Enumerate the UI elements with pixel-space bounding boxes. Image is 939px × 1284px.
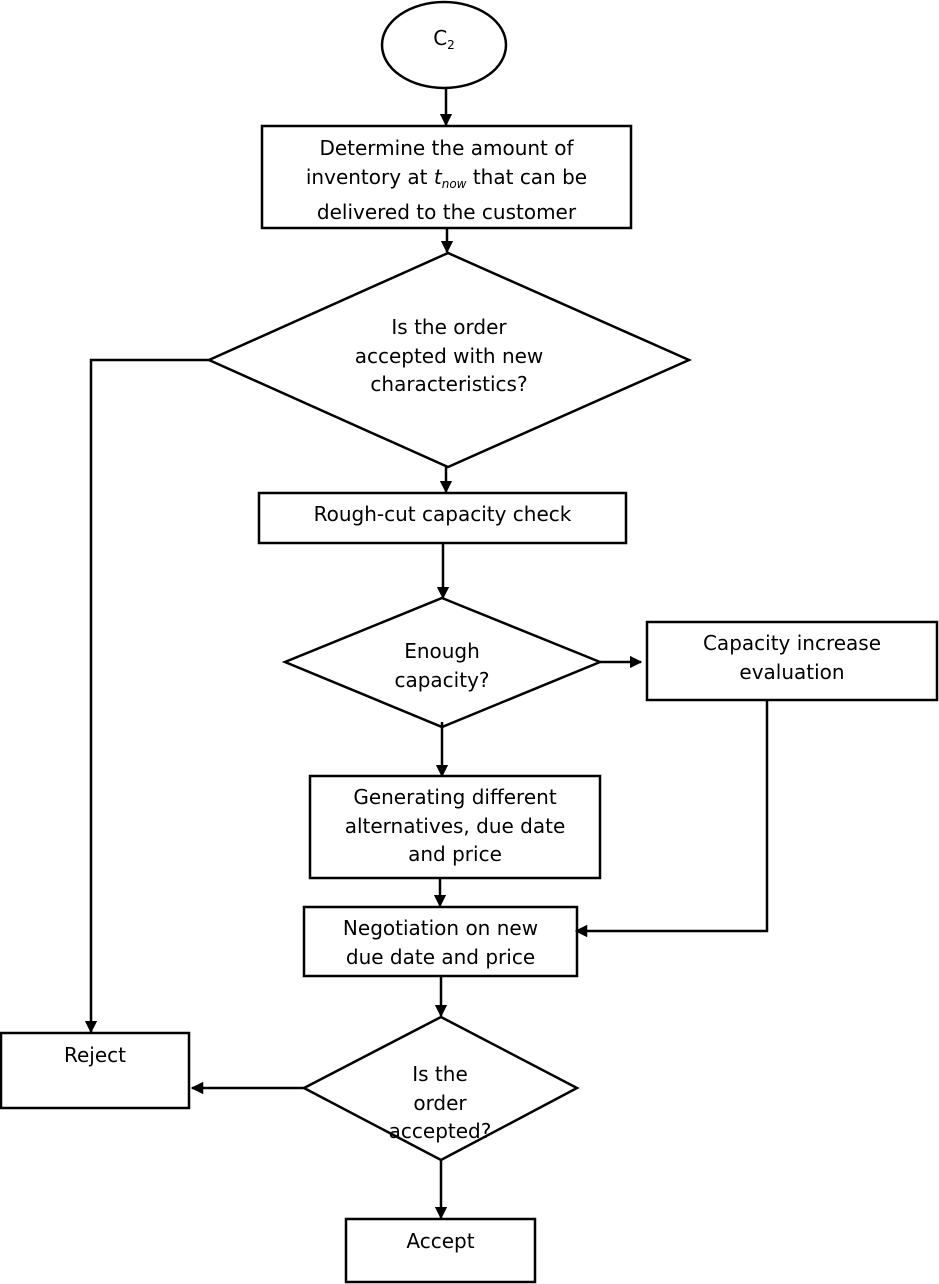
decision-capacity-line-1: Enough (404, 639, 480, 663)
determine-variable-t: t (433, 164, 442, 189)
reject-text: Reject (1, 1041, 189, 1070)
determine-line-2-after: that can be (466, 164, 588, 189)
reject-line-1: Reject (63, 1043, 126, 1067)
negotiation-text: Negotiation on new due date and price (304, 914, 577, 971)
negotiation-line-2: due date and price (345, 944, 536, 969)
capacity-increase-text: Capacity increase evaluation (647, 629, 937, 686)
decision-capacity-text: Enough capacity? (342, 637, 542, 694)
capacity-increase-line-1: Capacity increase (702, 631, 882, 655)
determine-inventory-box (260, 124, 633, 230)
decision-new-characteristics-diamond (205, 251, 693, 469)
alternatives-line-3: and price (408, 842, 502, 866)
decision-capacity-line-2: capacity? (394, 667, 490, 692)
alternatives-text: Generating different alternatives, due d… (310, 783, 600, 869)
alternatives-box (308, 774, 602, 880)
accept-text: Accept (346, 1227, 535, 1256)
start-node-letter: C (433, 26, 448, 50)
decision-new-line-2: accepted with new (354, 343, 544, 368)
determine-line-1: Determine the amount of (319, 136, 574, 160)
decision-new-line-3: characteristics? (370, 372, 528, 396)
decision-new-characteristics-text: Is the order accepted with new character… (299, 313, 599, 399)
determine-line-2-before: inventory at (305, 164, 434, 189)
capacity-increase-box (645, 620, 939, 702)
rough-cut-line-1: Rough-cut capacity check (313, 502, 572, 526)
decision-new-line-1: Is the order (391, 315, 507, 339)
decision-accepted-line-1: Is the (412, 1062, 468, 1086)
reject-box (0, 1031, 191, 1110)
decision-accepted-line-3: accepted? (388, 1119, 492, 1143)
start-node-ellipse (380, 0, 508, 90)
determine-variable-sub: now (441, 176, 467, 191)
capacity-increase-line-2: evaluation (739, 659, 845, 684)
start-node-subscript: 2 (447, 38, 455, 52)
determine-inventory-text: Determine the amount of inventory at tno… (262, 134, 631, 227)
arrow-decision-to-reject (84, 358, 209, 1034)
decision-accepted-line-2: order (413, 1090, 467, 1115)
accept-line-1: Accept (406, 1229, 475, 1253)
negotiation-box (302, 905, 579, 978)
negotiation-line-1: Negotiation on new (342, 916, 539, 940)
determine-line-2: inventory at tnow that can be (262, 163, 631, 199)
arrow-increase-to-negotiation (574, 700, 769, 938)
alternatives-line-2: alternatives, due date (344, 813, 566, 838)
rough-cut-text: Rough-cut capacity check (259, 500, 626, 529)
alternatives-line-1: Generating different (353, 785, 557, 809)
decision-accepted-text: Is the order accepted? (360, 1060, 520, 1146)
determine-line-3: delivered to the customer (316, 200, 577, 224)
start-node-label: C2 (404, 24, 484, 60)
